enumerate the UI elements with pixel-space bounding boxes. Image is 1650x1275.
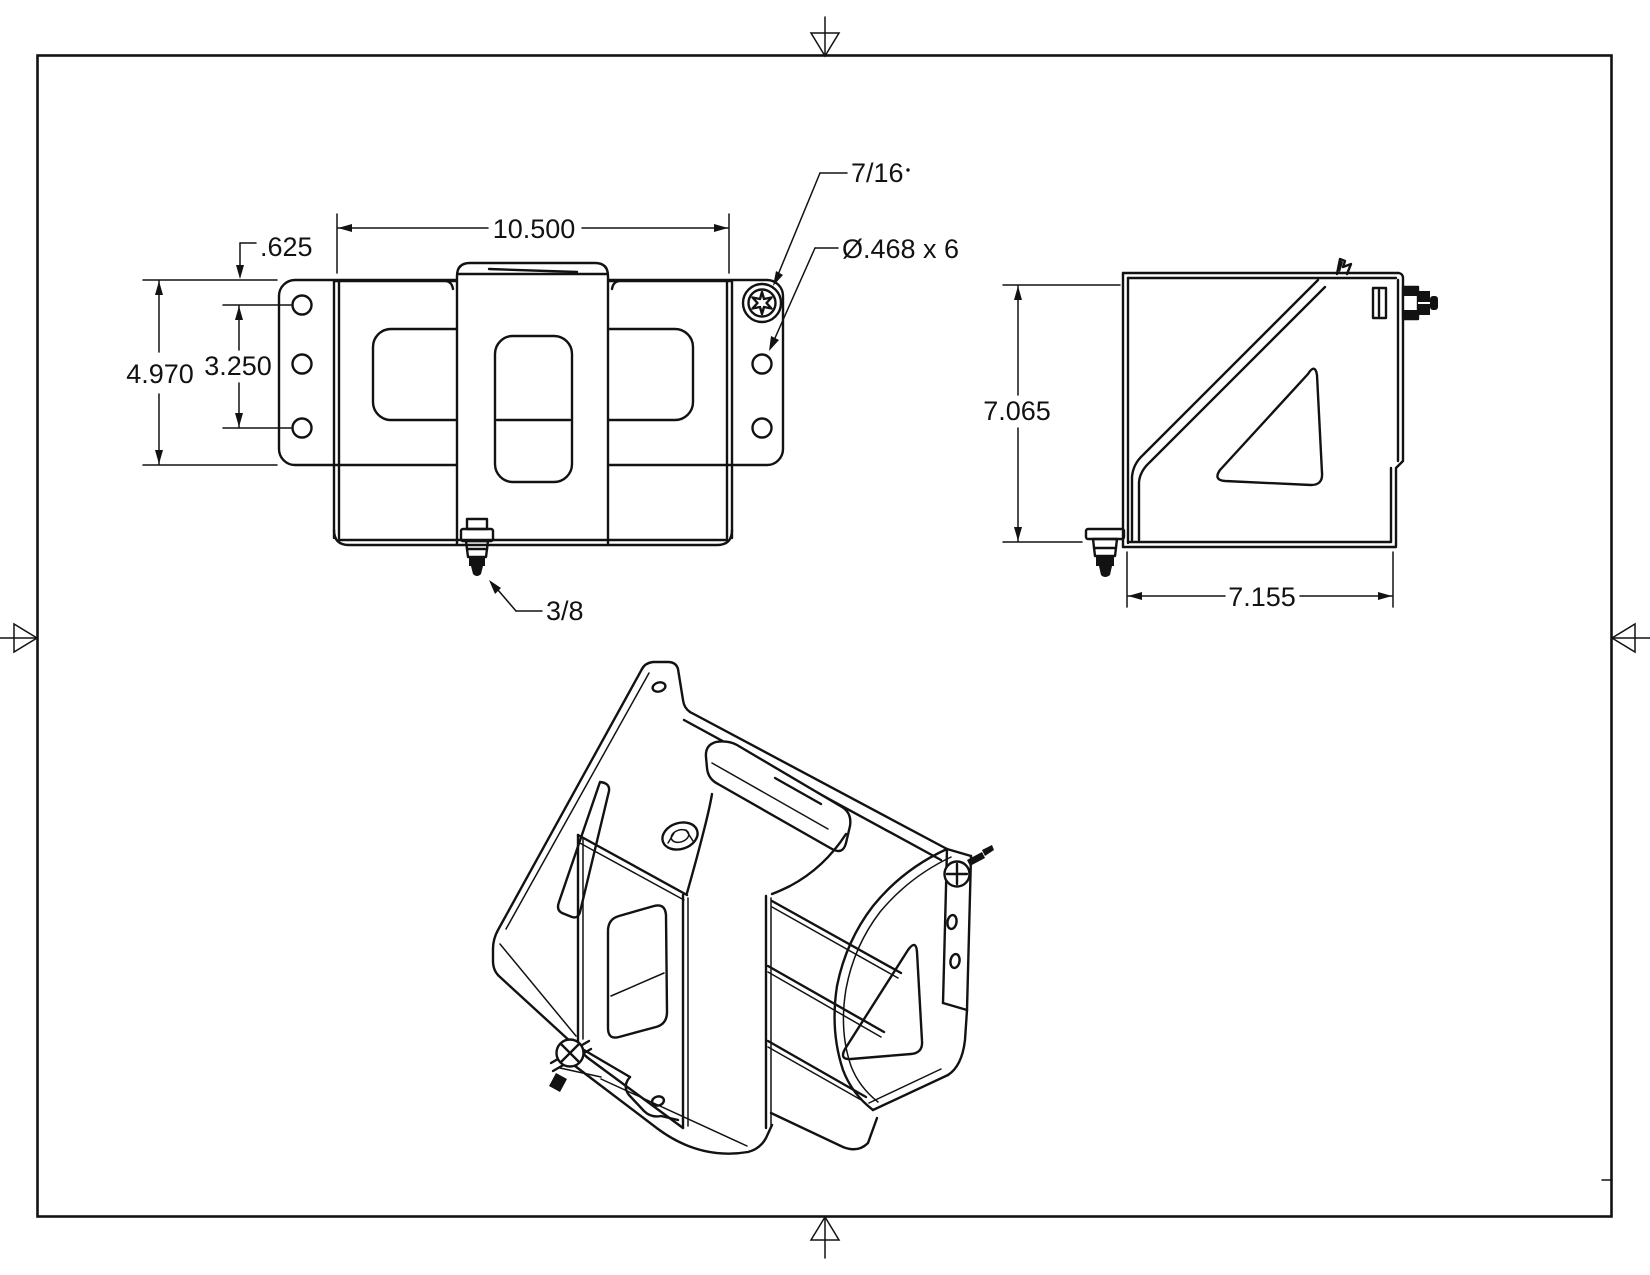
iso-right-flange (941, 845, 994, 1077)
dim-hole-spacing-label: 3.250 (204, 351, 272, 381)
dimension-flange-height: 4.970 (126, 279, 278, 466)
centering-mark-top (809, 16, 841, 58)
dim-edge-offset-label: .625 (260, 232, 313, 262)
flange-holes (291, 294, 773, 439)
side-outline (1121, 271, 1405, 549)
side-triangle-cutout (1216, 367, 1324, 487)
callout-holes-label: Ø.468 x 6 (842, 234, 959, 264)
clip-tab-icon (1335, 257, 1353, 276)
sheet-border (36, 54, 1613, 1218)
side-bottom-bolt-icon (1084, 527, 1126, 577)
dimension-side-depth: 7.155 (1126, 551, 1394, 612)
phillips-screw-icon (943, 845, 994, 888)
front-view: 10.500 .625 4.970 3.250 (126, 158, 959, 626)
isometric-view (491, 660, 994, 1155)
side-diagonal-bend (1130, 278, 1327, 542)
body-bottom-edges (332, 528, 734, 547)
dimension-edge-offset: .625 (236, 232, 313, 279)
callout-screw: 7/16 (773, 158, 910, 286)
iso-face-cutout (606, 904, 669, 1039)
strap-slot (493, 334, 574, 484)
dimension-side-height: 7.065 (983, 284, 1121, 543)
side-rear-bolt-icon (1371, 285, 1438, 321)
dim-front-width-label: 10.500 (493, 214, 576, 244)
dim-side-depth-label: 7.155 (1228, 582, 1296, 612)
iso-body-bends (766, 899, 903, 1151)
dimension-front-width: 10.500 (336, 213, 730, 274)
dimension-hole-spacing: 3.250 (204, 304, 292, 429)
iso-right-gusset (833, 847, 952, 1112)
centering-mark-right (1610, 622, 1650, 654)
callout-bolt-label: 3/8 (546, 596, 584, 626)
iso-bolt-icon (549, 1038, 602, 1092)
hold-down-strap (444, 261, 621, 546)
keyhole-icon (661, 821, 699, 851)
callout-screw-label: 7/16 (851, 158, 904, 188)
torx-screw-icon (741, 282, 783, 324)
dim-side-height-label: 7.065 (983, 396, 1051, 426)
callout-bolt: 3/8 (489, 580, 584, 626)
iso-strap (685, 740, 852, 1130)
dim-flange-height-label: 4.970 (126, 359, 194, 389)
callout-holes: Ø.468 x 6 (769, 234, 959, 351)
hold-down-bolt-icon (459, 517, 495, 576)
centering-mark-left (0, 622, 39, 654)
side-view: 7.065 7.155 (983, 257, 1438, 612)
centering-mark-bottom (809, 1215, 841, 1259)
